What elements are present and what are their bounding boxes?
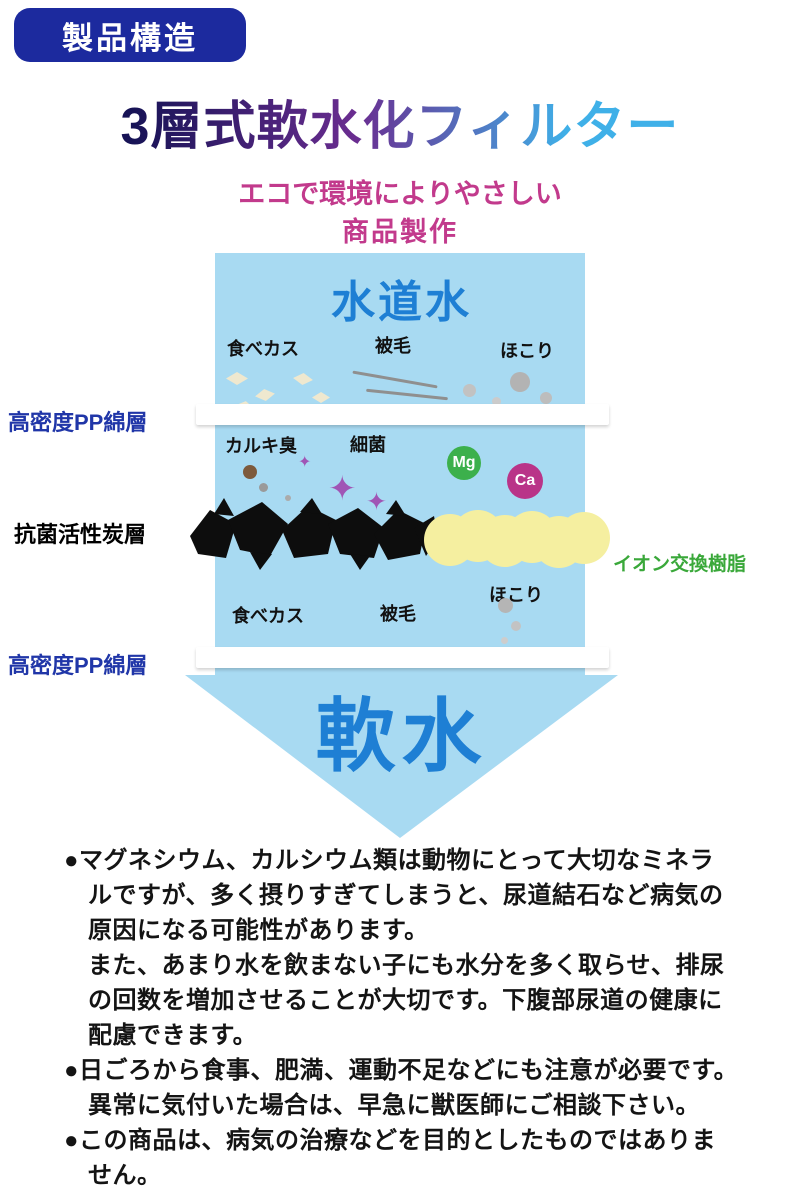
ca-ion-badge: Ca xyxy=(507,463,543,499)
ca-ion-label: Ca xyxy=(514,472,536,489)
bacteria-label: 細菌 xyxy=(350,435,386,455)
activated-carbon-graphic xyxy=(190,498,438,570)
note-line: また、あまり水を飲まない子にも水分を多く取らせ、排尿 xyxy=(88,952,725,979)
particle xyxy=(285,495,291,501)
note-line: の回数を増加させることが大切です。下腹部尿道の健康に xyxy=(88,987,723,1014)
dust-particle xyxy=(498,598,513,613)
tap-water-label: 水道水 xyxy=(331,278,472,327)
resin-layer-label: イオン交換樹脂 xyxy=(613,554,747,575)
subtitle-line2: 商品製作 xyxy=(342,217,458,247)
note-line: ●この商品は、病気の治療などを目的としたものではありま xyxy=(64,1127,716,1154)
food-scrap-particle xyxy=(226,372,248,385)
product-structure-badge: 製品構造 xyxy=(14,8,246,62)
food-scraps-label-top: 食べカス xyxy=(227,339,299,359)
dust-label-mid: ほこり xyxy=(489,585,543,605)
bacteria-sparkle-icon: ✦ xyxy=(328,470,357,508)
subtitle-line1: エコで環境によりやさしい xyxy=(238,179,562,209)
badge-label: 製品構造 xyxy=(62,20,198,56)
dust-particle xyxy=(540,392,552,404)
fur-label-top: 被毛 xyxy=(375,336,411,356)
bacteria-sparkle-icon: ✦ xyxy=(298,454,312,471)
mg-ion-label: Mg xyxy=(452,454,476,471)
chlorine-smell-label: カルキ臭 xyxy=(225,436,297,456)
fur-label-bottom: 被毛 xyxy=(380,604,416,624)
pp-cotton-layer-top-label: 高密度PP綿層 xyxy=(8,410,148,435)
carbon-layer-label: 抗菌活性炭層 xyxy=(14,522,147,547)
particle xyxy=(259,483,268,492)
pp-cotton-layer-top xyxy=(196,404,609,425)
pp-cotton-layer-bottom-label: 高密度PP綿層 xyxy=(8,653,148,678)
note-line: ルですが、多く摂りすぎてしまうと、尿道結石など病気の xyxy=(88,882,724,909)
title-wrap: 3層式軟水化フィルター xyxy=(0,84,800,159)
note-line: ●マグネシウム、カルシウム類は動物にとって大切なミネラ xyxy=(64,847,715,874)
mg-ion-badge: Mg xyxy=(447,446,481,480)
note-line: せん。 xyxy=(88,1162,162,1189)
dust-particle xyxy=(501,637,508,644)
page-title: 3層式軟水化フィルター xyxy=(121,84,680,159)
resin-bead xyxy=(558,512,610,564)
note-line: ●日ごろから食事、肥満、運動不足などにも注意が必要です。 xyxy=(64,1057,739,1084)
dust-particle xyxy=(463,384,476,397)
food-scraps-label-bottom: 食べカス xyxy=(232,606,304,626)
dust-particle xyxy=(510,372,530,392)
pp-cotton-layer-bottom xyxy=(196,647,609,668)
note-line: 配慮できます。 xyxy=(88,1022,258,1049)
food-scrap-particle xyxy=(312,392,330,403)
dust-particle xyxy=(511,621,521,631)
soft-water-label: 軟水 xyxy=(315,692,488,781)
note-line: 異常に気付いた場合は、早急に獣医師にご相談下さい。 xyxy=(88,1092,701,1119)
note-line: 原因になる可能性があります。 xyxy=(88,917,429,944)
dust-particle xyxy=(492,397,501,406)
dust-label-top: ほこり xyxy=(500,341,554,361)
bacteria-sparkle-icon: ✦ xyxy=(366,488,387,516)
notes-section: ●マグネシウム、カルシウム類は動物にとって大切なミネラ ルですが、多く摂りすぎて… xyxy=(0,843,800,1193)
chlorine-particle xyxy=(243,465,257,479)
